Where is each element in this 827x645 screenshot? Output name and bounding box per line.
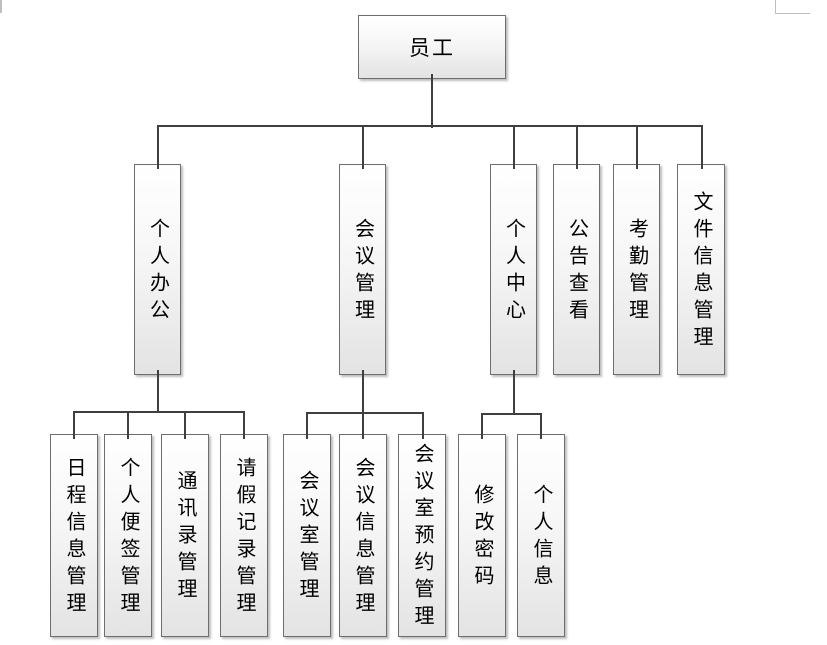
node-attendance-management[interactable]: 考勤管理 <box>613 164 660 375</box>
node-meeting-info-management[interactable]: 会议信息管理 <box>339 434 387 637</box>
connector-drop-meeting-info <box>362 412 364 439</box>
node-schedule-info-management[interactable]: 日程信息管理 <box>50 434 98 637</box>
node-meeting-management[interactable]: 会议管理 <box>339 164 386 375</box>
connector-drop-personal-office <box>157 125 159 169</box>
node-announcement-view-label: 公告查看 <box>565 217 588 326</box>
node-announcement-view[interactable]: 公告查看 <box>553 164 600 375</box>
node-change-password-label: 修改密码 <box>471 483 493 592</box>
node-meeting-room-management-label: 会议室管理 <box>296 470 318 605</box>
node-personal-office[interactable]: 个人办公 <box>134 164 181 375</box>
node-schedule-info-management-label: 日程信息管理 <box>63 456 85 619</box>
connector-drop-attendance-management <box>636 125 638 169</box>
node-leave-record-management-label: 请假记录管理 <box>233 456 255 619</box>
connector-bus-personal-office <box>73 411 245 413</box>
connector-drop-meeting-management <box>362 125 364 169</box>
connector-drop-leave-record <box>243 411 245 439</box>
connector-bus-meeting-management <box>306 412 424 414</box>
page-boundary-mark-top-right-horizontal <box>775 13 810 14</box>
connector-level1-bus <box>157 125 703 127</box>
node-change-password[interactable]: 修改密码 <box>458 434 506 637</box>
page-boundary-mark-top-right-vertical <box>775 0 776 14</box>
node-meeting-management-label: 会议管理 <box>351 217 374 326</box>
connector-drop-contacts <box>184 411 186 439</box>
node-attendance-management-label: 考勤管理 <box>625 217 648 326</box>
node-meeting-info-management-label: 会议信息管理 <box>352 456 374 619</box>
node-personal-center-label: 个人中心 <box>502 217 525 326</box>
connector-drop-personal-memo <box>127 411 129 439</box>
node-personal-memo-management[interactable]: 个人便签管理 <box>104 434 152 637</box>
node-contacts-management-label: 通讯录管理 <box>174 470 196 605</box>
node-contacts-management[interactable]: 通讯录管理 <box>161 434 209 637</box>
connector-drop-announcement-view <box>576 125 578 169</box>
node-personal-center[interactable]: 个人中心 <box>490 164 537 375</box>
connector-drop-change-password <box>481 413 483 439</box>
connector-root-stem <box>431 74 433 128</box>
node-file-info-management[interactable]: 文件信息管理 <box>677 164 725 375</box>
connector-drop-file-info-management <box>701 125 703 169</box>
page-boundary-mark-top-left <box>0 0 2 13</box>
connector-drop-meeting-room-reservation <box>422 412 424 439</box>
node-file-info-management-label: 文件信息管理 <box>690 190 712 353</box>
node-personal-memo-management-label: 个人便签管理 <box>117 456 139 619</box>
connector-stem-meeting-management <box>362 370 364 414</box>
node-meeting-room-reservation-management[interactable]: 会议室预约管理 <box>398 434 446 637</box>
connector-drop-schedule-info <box>73 411 75 439</box>
connector-drop-personal-center <box>513 125 515 169</box>
node-personal-office-label: 个人办公 <box>146 217 169 326</box>
connector-stem-personal-center <box>513 370 515 415</box>
node-leave-record-management[interactable]: 请假记录管理 <box>220 434 268 637</box>
node-employee[interactable]: 员工 <box>358 15 506 79</box>
connector-stem-personal-office <box>157 370 159 413</box>
node-employee-label: 员工 <box>409 37 455 60</box>
node-meeting-room-reservation-management-label: 会议室预约管理 <box>411 443 433 632</box>
node-personal-info-label: 个人信息 <box>530 483 552 592</box>
connector-drop-personal-info <box>540 413 542 439</box>
node-personal-info[interactable]: 个人信息 <box>517 434 565 637</box>
node-meeting-room-management[interactable]: 会议室管理 <box>283 434 331 637</box>
connector-bus-personal-center <box>481 413 542 415</box>
connector-drop-meeting-room <box>306 412 308 439</box>
